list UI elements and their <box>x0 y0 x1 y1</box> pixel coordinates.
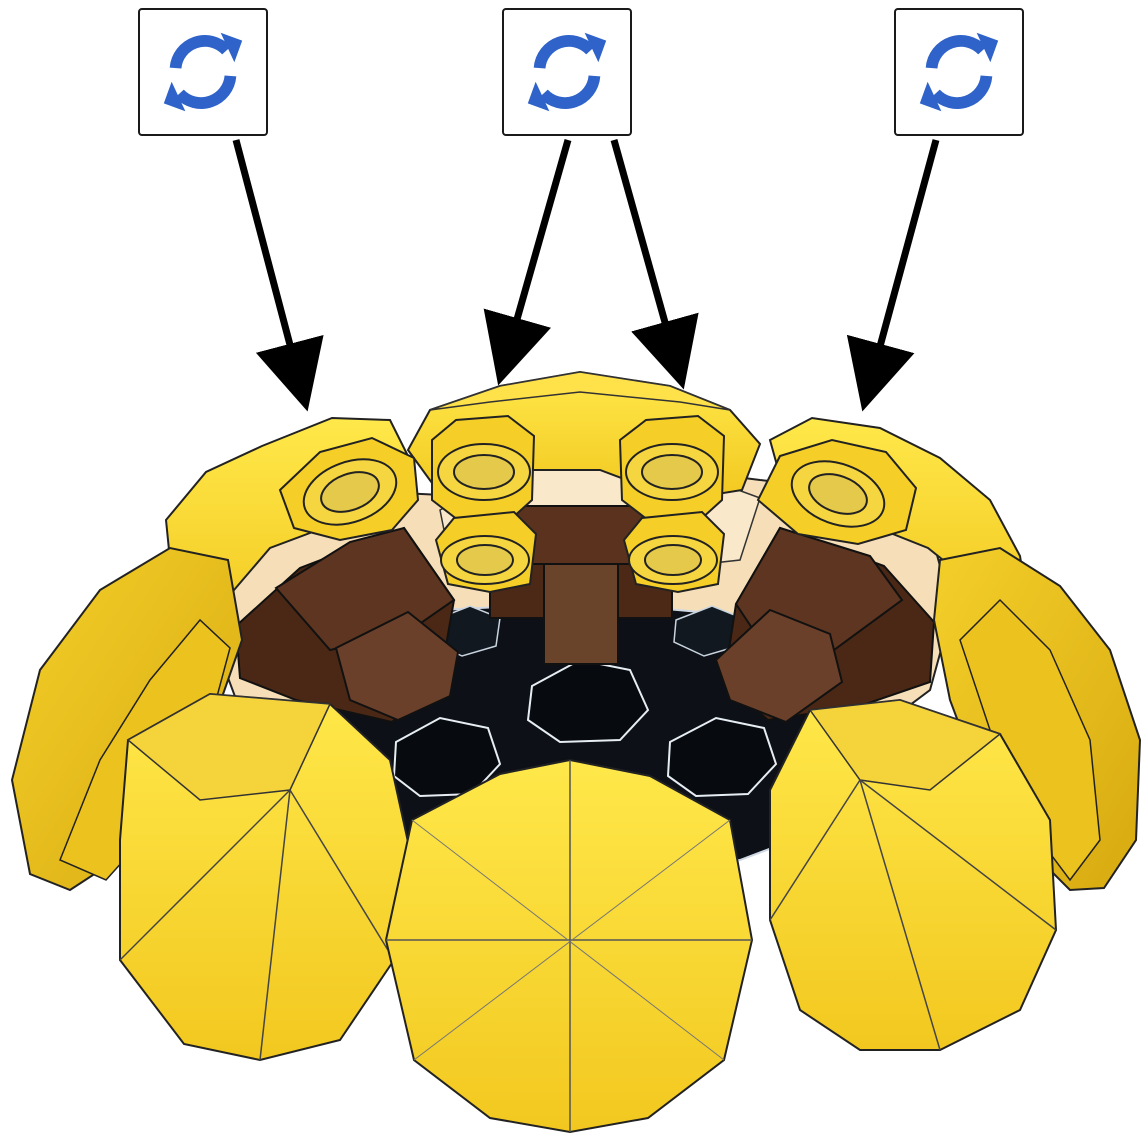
brown-stem-right <box>714 526 936 724</box>
rotate-icon <box>527 32 607 112</box>
instruction-arrows <box>232 139 940 412</box>
rotate-callout-left <box>138 8 268 136</box>
center-petal-left-stud <box>431 414 536 521</box>
rotate-callout-right <box>894 8 1024 136</box>
rotate-icon <box>919 32 999 112</box>
far-right-petal <box>932 546 1142 892</box>
arrow-to-left-petal <box>232 139 324 412</box>
arrow-to-center-petal-left <box>483 139 572 386</box>
center-flower-petal <box>406 370 762 594</box>
brown-stem-left <box>234 526 460 724</box>
front-petal <box>384 758 754 1134</box>
lower-right-petal <box>769 698 1058 1051</box>
rotate-icon <box>163 32 243 112</box>
center-petal-lower-studs <box>434 510 726 594</box>
rotate-callout-center <box>502 8 632 136</box>
arrow-to-center-petal-right <box>610 139 699 390</box>
lower-left-petal <box>119 692 414 1062</box>
arrow-to-right-petal <box>846 139 940 412</box>
center-petal-right-stud <box>618 414 726 521</box>
